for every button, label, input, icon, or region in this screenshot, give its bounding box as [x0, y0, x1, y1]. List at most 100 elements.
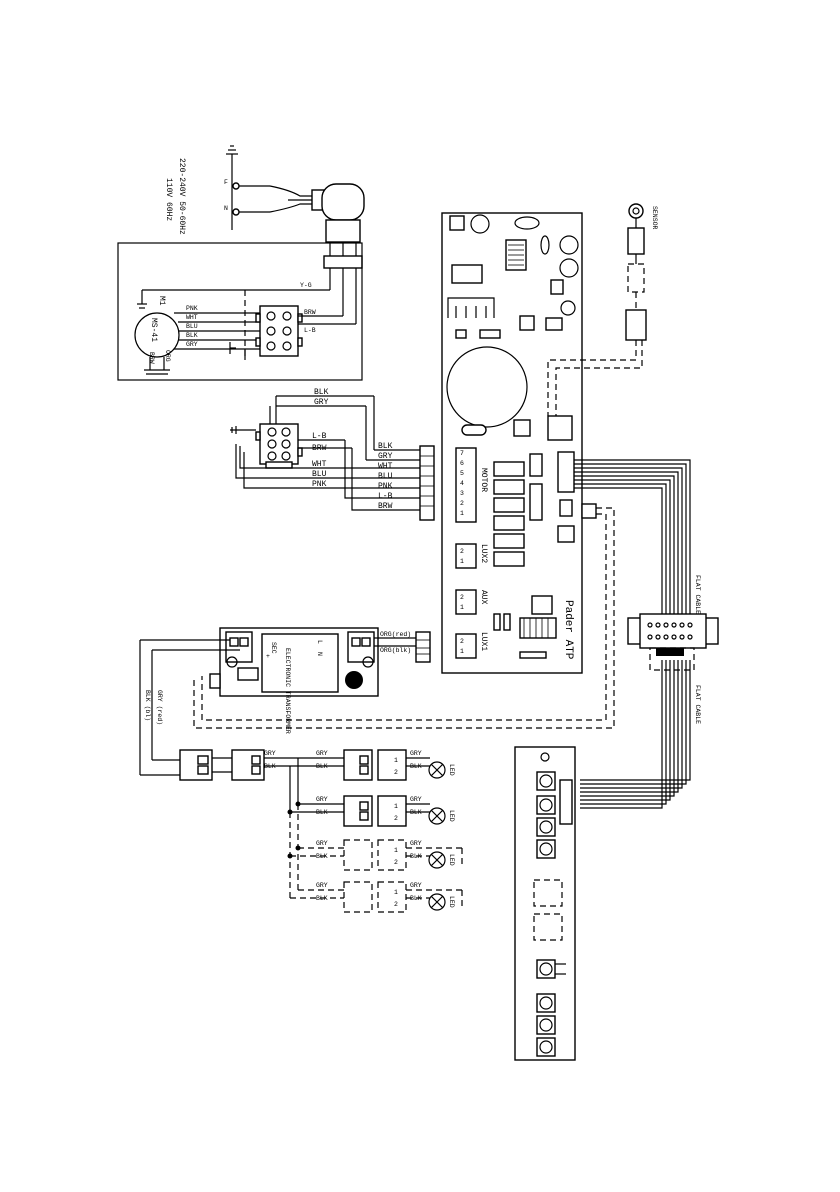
pin-6: 6	[460, 460, 464, 467]
svg-text:BLK: BLK	[410, 895, 422, 902]
pin-7: 7	[460, 450, 464, 457]
lamp-3: GRY BLK 12 GRY BLK LED	[290, 839, 463, 871]
lamp-3-icon	[428, 851, 446, 869]
svg-text:LED: LED	[448, 764, 455, 776]
svg-text:BLK: BLK	[410, 763, 422, 770]
svg-text:2: 2	[460, 638, 464, 645]
motor-cap-label: BRW	[148, 352, 155, 364]
bus-blk: BLK	[264, 763, 276, 770]
display-digit-1	[533, 879, 563, 907]
display-digit-2	[533, 913, 563, 941]
transformer-title: ELECTRONIC TRANSFORMER	[284, 648, 291, 734]
sensor-icon	[628, 203, 644, 219]
transformer-blk-blk: BLK (bl)	[144, 690, 151, 721]
svg-text:GRY: GRY	[316, 750, 328, 757]
svg-text:GRY: GRY	[410, 796, 422, 803]
yg-label: Y-G	[300, 282, 312, 289]
flat-cable-label-a: FLAT CABLE	[694, 575, 701, 614]
terminal-block	[419, 445, 435, 521]
motor-connector	[255, 305, 303, 357]
board-capacitor	[446, 346, 528, 428]
harness-section: BLK GRY L-B BRW BLK GRY WHT	[230, 388, 435, 521]
svg-text:1: 1	[394, 847, 398, 854]
lamp-2-icon	[428, 807, 446, 825]
svg-text:2: 2	[394, 769, 398, 776]
motor-wire-blu: BLU	[186, 323, 198, 330]
neutral-label: N	[224, 205, 228, 212]
top-wire-gry: GRY	[314, 398, 329, 407]
svg-text:1: 1	[460, 648, 464, 655]
motor-brw-label: BRW	[304, 309, 316, 316]
flat-cable-section: FLAT CABLE FLAT CABLE	[193, 459, 719, 809]
motor-wire-gry: GRY	[186, 341, 198, 348]
sensor-label: SENSOR	[651, 206, 658, 230]
harness-left-blu: BLU	[312, 470, 327, 479]
svg-text:2: 2	[394, 901, 398, 908]
pin-2: 2	[460, 500, 464, 507]
transformer-l: L	[316, 640, 323, 644]
transformer-n: N	[316, 652, 323, 656]
svg-text:GRY: GRY	[410, 882, 422, 889]
pin-4: 4	[460, 480, 464, 487]
motor-port-label: MOTOR	[479, 468, 488, 492]
svg-text:BLK: BLK	[316, 853, 328, 860]
motor-wire-pnk: PNK	[186, 305, 198, 312]
motor-wire-wht: WHT	[186, 314, 198, 321]
lamp-4: GRY BLK 1 2 GRY BLK LED	[290, 881, 463, 913]
aux-port-label: AUX	[479, 590, 488, 605]
lamp-4-icon	[428, 893, 446, 911]
svg-text:LED: LED	[448, 896, 455, 908]
transformer-org-blk: ORG(blk)	[380, 647, 411, 654]
voltage-label-a: 220-240V 50-60Hz	[177, 158, 186, 235]
svg-text:1: 1	[460, 558, 464, 565]
svg-text:GRY: GRY	[410, 750, 422, 757]
flat-cable-label-b: FLAT CABLE	[694, 685, 701, 724]
svg-text:BLK: BLK	[316, 895, 328, 902]
harness-brw: BRW	[378, 502, 393, 511]
power-input: 220-240V 50-60Hz 110V 60Hz F N	[164, 145, 365, 269]
control-board: 7 6 5 4 3 2 1 MOTOR 21 LUX2 21 AUX 21 LU…	[441, 212, 583, 674]
svg-text:GRY: GRY	[410, 840, 422, 847]
keypad-panel	[514, 746, 576, 1061]
harness-left-wht: WHT	[312, 460, 327, 469]
svg-text:GRY: GRY	[316, 840, 328, 847]
pin-1: 1	[460, 510, 464, 517]
motor-wire-blk: BLK	[186, 332, 198, 339]
board-name-label: Pader ATP	[562, 600, 574, 660]
flat-cable-connector	[627, 613, 719, 671]
harness-lb: L-B	[378, 492, 393, 501]
svg-text:2: 2	[394, 815, 398, 822]
transformer-plus: +	[266, 653, 270, 660]
lamp-2: GRY BLK 1 2 GRY BLK LED	[290, 795, 455, 827]
bus-gry: GRY	[264, 750, 276, 757]
transformer-section: ELECTRONIC TRANSFORMER SEC + L N ORG(red…	[139, 627, 431, 775]
svg-text:1: 1	[394, 889, 398, 896]
svg-text:1: 1	[460, 604, 464, 611]
svg-text:1: 1	[394, 803, 398, 810]
sensor-section: SENSOR	[547, 203, 658, 416]
svg-text:1: 1	[394, 757, 398, 764]
lb-label-2: L-B	[312, 432, 327, 441]
svg-text:BLK: BLK	[316, 809, 328, 816]
harness-blk: BLK	[378, 442, 393, 451]
svg-text:BLK: BLK	[410, 809, 422, 816]
lamp-1-icon	[428, 761, 446, 779]
svg-text:LED: LED	[448, 854, 455, 866]
lamp-section: GRY BLK	[140, 749, 344, 898]
harness-blu: BLU	[378, 472, 393, 481]
svg-text:GRY: GRY	[316, 796, 328, 803]
brw-label-2: BRW	[312, 444, 327, 453]
svg-text:2: 2	[394, 859, 398, 866]
transformer-grey-red: GRY (red)	[156, 690, 163, 725]
svg-text:GRY: GRY	[316, 882, 328, 889]
voltage-label-b: 110V 60Hz	[164, 178, 173, 221]
svg-text:LED: LED	[448, 810, 455, 822]
svg-text:BLK: BLK	[316, 763, 328, 770]
svg-text:2: 2	[460, 594, 464, 601]
pin-3: 3	[460, 490, 464, 497]
lux1-port-label: LUX1	[479, 632, 488, 651]
pin-5: 5	[460, 470, 464, 477]
motor-section: Y-G MS-41 M1 BRW ORG PNK WHT BLU BLK GRY	[117, 242, 363, 381]
harness-gry: GRY	[378, 452, 393, 461]
